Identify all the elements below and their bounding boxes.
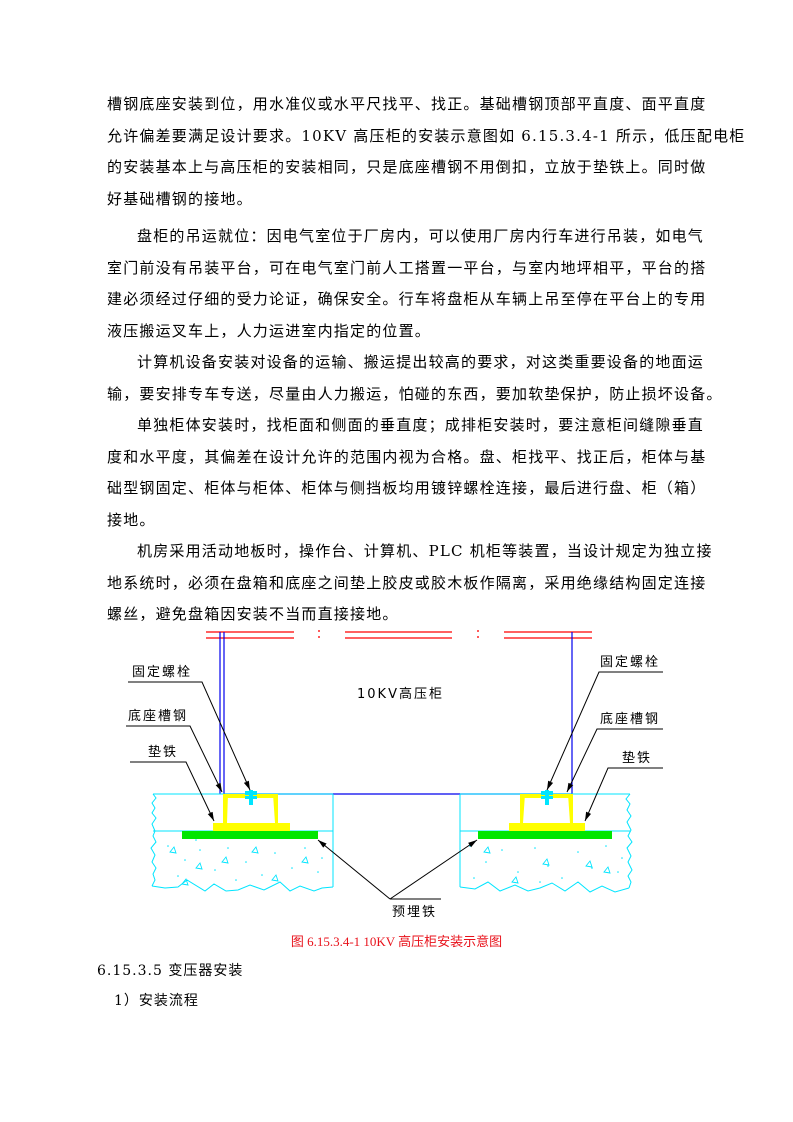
figure-caption: 图 6.15.3.4-1 10KV 高压柜安装示意图 [290, 934, 503, 949]
text-line: 槽钢底座安装到位，用水准仪或水平尺找平、找正。基础槽钢顶部平直度、面平直度 [107, 95, 707, 113]
text-line: 度和水平度，其偏差在设计允许的范围内视为合格。盘、柜找平、找正后，柜体与基 [107, 447, 707, 466]
left-channel-label: 底座槽钢 [128, 708, 188, 724]
cabinet-frame [219, 632, 573, 795]
text-line: 液压搬运叉车上，人力运进室内指定的位置。 [107, 321, 432, 340]
text-line: 单独柜体安装时，找柜面和侧面的垂直度；成排柜安装时，要注意柜间缝隙垂直 [137, 416, 705, 434]
text-line: 允许偏差要满足设计要求。10KV 高压柜的安装示意图如 6.15.3.4-1 所… [107, 126, 746, 145]
text-line: 地系统时，必须在盘箱和底座之间垫上胶皮或胶木板作隔离，采用绝缘结构固定连接 [107, 573, 707, 592]
right-channel-label: 底座槽钢 [600, 711, 660, 727]
section-heading: 6.15.3.5 变压器安装 [97, 963, 244, 979]
left-shim [213, 823, 290, 831]
embedded-iron-label: 预埋铁 [392, 905, 437, 920]
section-item: 1）安装流程 [114, 993, 199, 1009]
left-shim-label: 垫铁 [148, 744, 178, 760]
text-line: 机房采用活动地板时，操作台、计算机、PLC 机柜等装置，当设计规定为独立接 [137, 542, 713, 560]
cabinet-top-outline [206, 630, 592, 639]
left-foundation [150, 793, 334, 892]
paragraph-raised-floor-grounding: 机房采用活动地板时，操作台、计算机、PLC 机柜等装置，当设计规定为独立接 地系… [107, 536, 713, 631]
left-bolt-icon [245, 790, 257, 805]
left-bolt-label: 固定螺栓 [132, 665, 192, 680]
right-shim [509, 823, 585, 831]
text-line: 螺丝，避免盘箱因安装不当而直接接地。 [107, 605, 399, 623]
right-bolt-icon [541, 790, 553, 805]
right-bolt-label: 固定螺栓 [600, 655, 660, 670]
text-line: 室门前没有吊装平台，可在电气室门前人工搭置一平台，与室内地坪相平，平台的搭 [107, 258, 707, 277]
text-line: 盘柜的吊运就位：因电气室位于厂房内，可以使用厂房内行车进行吊装，如电气 [137, 227, 705, 245]
paragraph-cabinet-alignment: 单独柜体安装时，找柜面和侧面的垂直度；成排柜安装时，要注意柜间缝隙垂直 度和水平… [107, 410, 707, 536]
left-leaders [126, 681, 251, 822]
text-line: 好基础槽钢的接地。 [107, 189, 253, 208]
right-embedded-iron [478, 831, 612, 839]
left-embedded-iron [182, 831, 318, 839]
right-foundation [459, 793, 633, 893]
text-line: 计算机设备安装对设备的运输、搬运提出较高的要求，对这类重要设备的地面运 [137, 353, 705, 371]
paragraph-computer-equipment: 计算机设备安装对设备的运输、搬运提出较高的要求，对这类重要设备的地面运 输，要安… [107, 347, 723, 410]
paragraph-base-installation: 槽钢底座安装到位，用水准仪或水平尺找平、找正。基础槽钢顶部平直度、面平直度 允许… [107, 89, 746, 215]
right-leaders [546, 671, 663, 822]
embedded-iron-leaders [317, 839, 478, 900]
text-line: 输，要安排专车专送，尽量由人力搬运，怕碰的东西，要加软垫保护，防止损坏设备。 [107, 384, 723, 403]
text-line: 础型钢固定、柜体与柜体、柜体与侧挡板均用镀锌螺栓连接，最后进行盘、柜（箱） [107, 479, 707, 497]
right-shim-label: 垫铁 [622, 750, 652, 766]
cabinet-label: 10KV高压柜 [357, 686, 444, 702]
text-line: 建必须经过仔细的受力论证，确保安全。行车将盘柜从车辆上吊至停在平台上的专用 [107, 290, 707, 308]
text-line: 的安装基本上与高压柜的安装相同，只是底座槽钢不用倒扣，立放于垫铁上。同时做 [107, 158, 707, 176]
text-line: 接地。 [107, 510, 156, 529]
paragraph-cabinet-hoisting: 盘柜的吊运就位：因电气室位于厂房内，可以使用厂房内行车进行吊装，如电气 室门前没… [107, 221, 707, 347]
